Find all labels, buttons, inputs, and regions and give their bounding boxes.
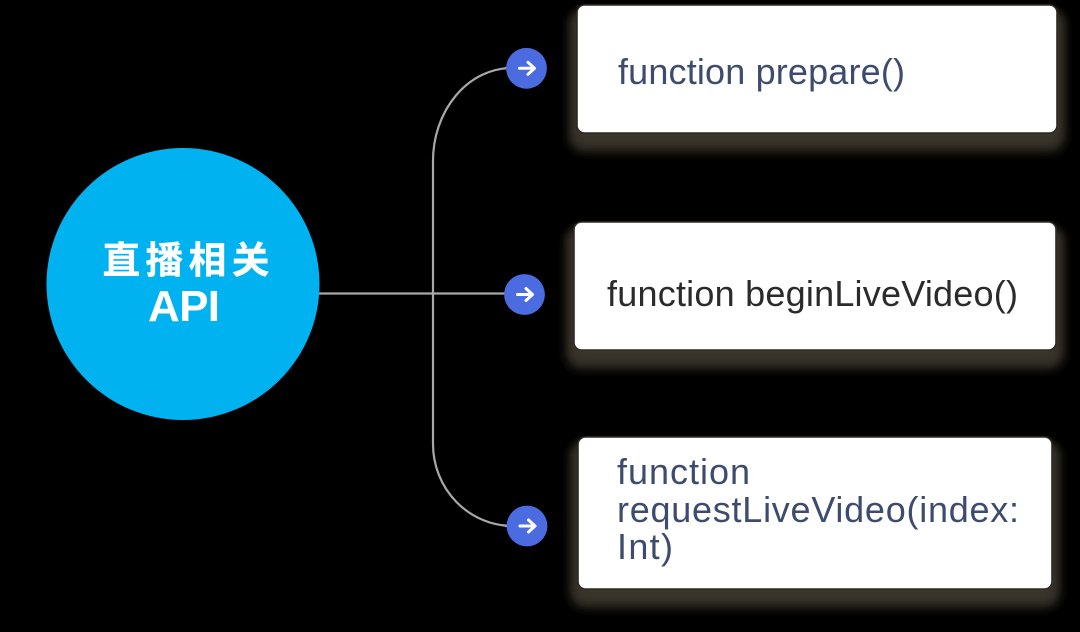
svg-text:function prepare(): function prepare() [618,51,905,92]
svg-text:requestLiveVideo(index:: requestLiveVideo(index: [617,489,1019,530]
svg-text:function beginLiveVideo(): function beginLiveVideo() [607,273,1018,314]
svg-text:function: function [617,451,750,492]
svg-text:Int): Int) [617,526,673,567]
svg-text:API: API [148,282,220,331]
